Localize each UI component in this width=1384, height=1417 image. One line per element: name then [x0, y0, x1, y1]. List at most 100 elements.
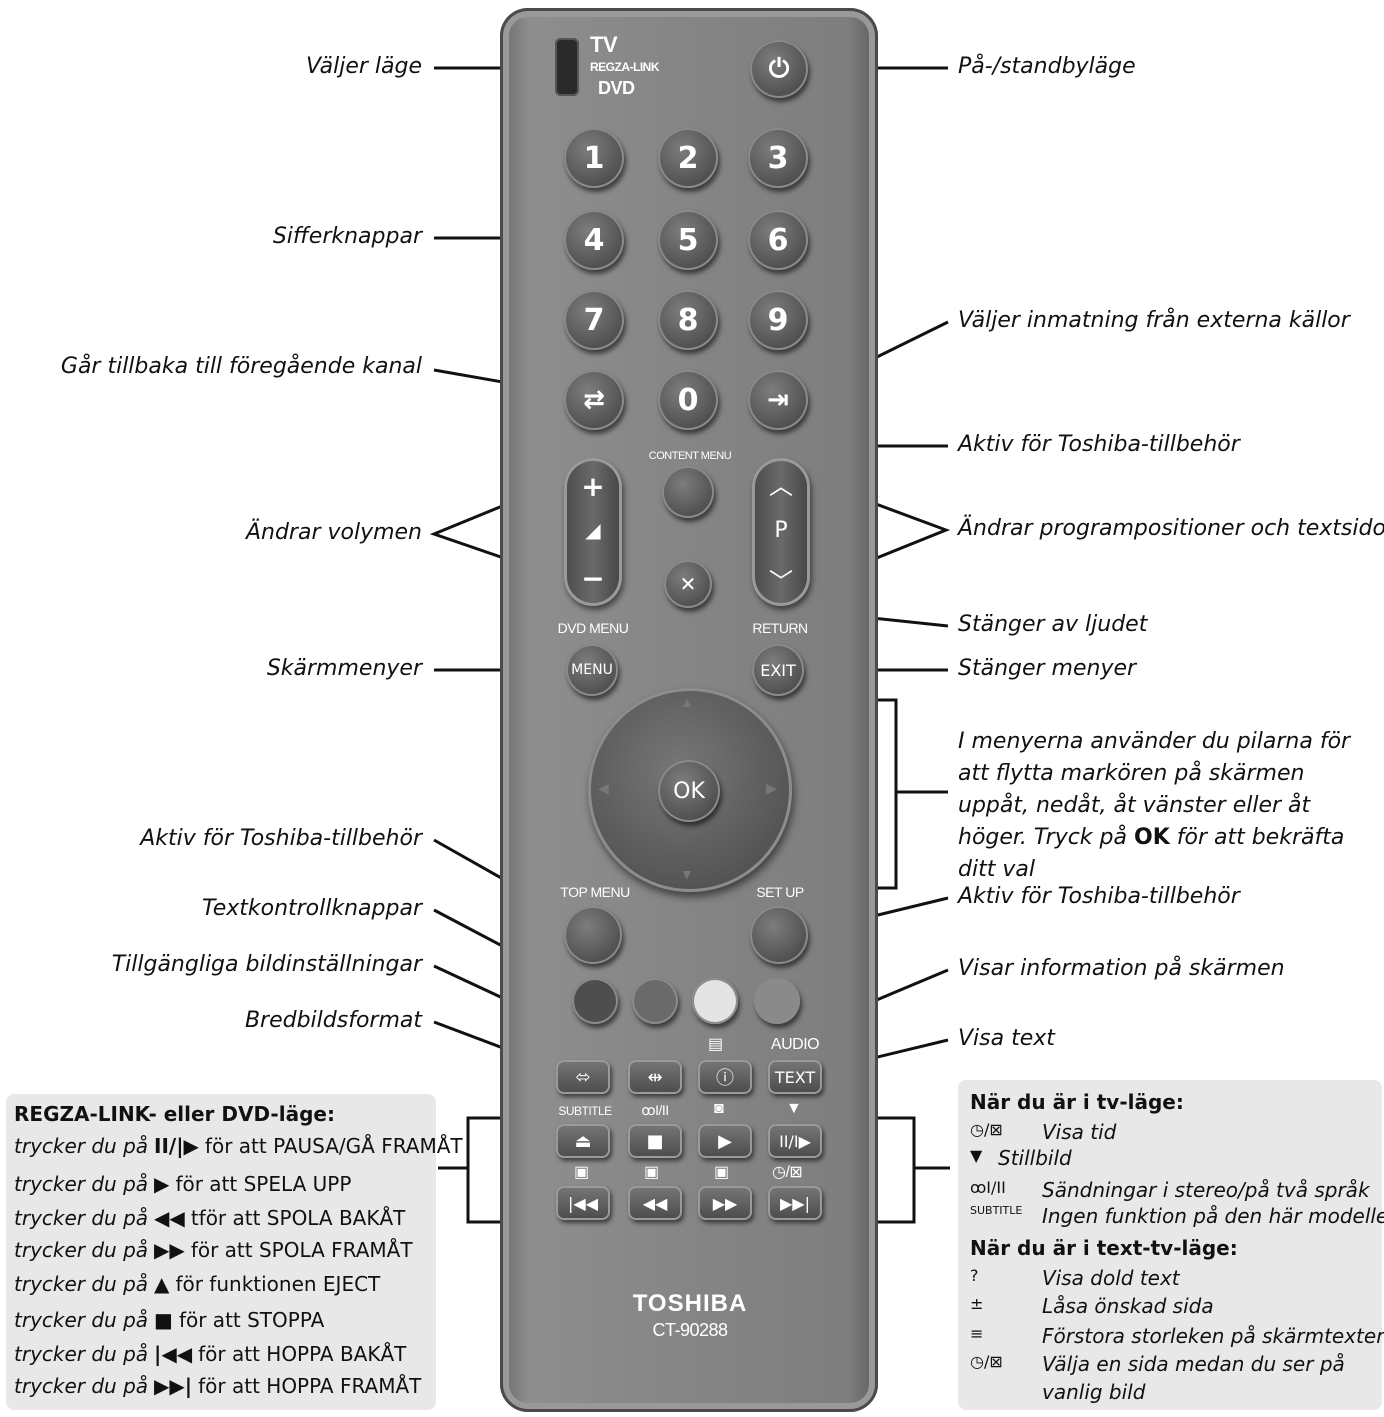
text-row-symbol-icon: ◷/⊠ [970, 1352, 1003, 1371]
fast-forward-button[interactable]: ▶▶ [698, 1186, 752, 1220]
label-program: Ändrar programpositioner och textsidor [958, 516, 1384, 541]
label-arrows-end: för att bekräfta ditt val [958, 825, 1345, 882]
mute-icon: ✕ [679, 572, 697, 596]
content-menu-button[interactable] [662, 466, 714, 518]
digit-9-button[interactable]: 9 [748, 290, 808, 350]
blue-button[interactable] [754, 978, 800, 1024]
tv-row-text: Sändningar i stereo/på två språk [1042, 1178, 1370, 1202]
play-button[interactable]: ▶ [698, 1124, 752, 1158]
text-button[interactable]: TEXT [768, 1060, 822, 1094]
green-button[interactable] [632, 978, 678, 1024]
right-box-title-text: När du är i text-tv-läge: [970, 1236, 1238, 1260]
info-icon: ⓘ [716, 1068, 734, 1089]
tv-row-text: Visa tid [1042, 1120, 1117, 1144]
top-menu-button[interactable] [564, 906, 622, 964]
play-icon: ▶ [718, 1130, 732, 1152]
row-text: tför att SPOLA BAKÅT [190, 1206, 406, 1230]
input-button[interactable]: ⇥ [748, 370, 808, 430]
skip-forward-icon: ▶▶| [780, 1193, 810, 1213]
widescreen-icon: ⬄ [575, 1066, 591, 1088]
picture-button[interactable]: ⇹ [628, 1060, 682, 1094]
menu-button[interactable]: MENU [566, 644, 618, 696]
label-toshiba-right-1: Aktiv för Toshiba-tillbehör [958, 432, 1240, 457]
arrow-up-icon[interactable]: ▲ [680, 694, 694, 710]
left-box-row: trycker du på|◀◀för att HOPPA BAKÅT [14, 1342, 406, 1366]
ok-button[interactable]: OK [658, 760, 720, 822]
left-box-row: trycker du på▶▶|för att HOPPA FRAMÅT [14, 1374, 421, 1398]
label-prev-channel: Går tillbaka till föregående kanal [60, 354, 422, 379]
digit-1-button[interactable]: 1 [564, 128, 624, 188]
row-prefix: trycker du på [14, 1374, 149, 1398]
digit-6-button[interactable]: 6 [748, 210, 808, 270]
yellow-button[interactable] [692, 978, 738, 1024]
mode-regza-label: REGZA-LINK [590, 60, 660, 74]
stop-button[interactable]: ■ [628, 1124, 682, 1158]
pause-step-button[interactable]: II/I▶ [768, 1124, 822, 1158]
widescreen-button[interactable]: ⬄ [556, 1060, 610, 1094]
red-button[interactable] [572, 978, 618, 1024]
label-arrows: I menyerna använder du pilarna för att f… [958, 726, 1374, 886]
label-picture: Tillgängliga bildinställningar [111, 952, 422, 977]
skip-forward-button[interactable]: ▶▶| [768, 1186, 822, 1220]
info-button[interactable]: ⓘ [698, 1060, 752, 1094]
mute-button[interactable]: ✕ [664, 560, 712, 608]
text-row-text: Välja en sida medan du ser på [1042, 1352, 1345, 1376]
row-symbol-icon: ▲ [154, 1272, 170, 1296]
return-label: RETURN [752, 620, 808, 636]
set-up-label: SET UP [756, 884, 804, 900]
digit-2-button[interactable]: 2 [658, 128, 718, 188]
digit-5-button[interactable]: 5 [658, 210, 718, 270]
arrow-left-icon[interactable]: ◀ [598, 780, 609, 796]
digit-8-button[interactable]: 8 [658, 290, 718, 350]
program-rocker[interactable]: ︿ P ﹀ [752, 458, 810, 606]
label-widescreen: Bredbildsformat [244, 1008, 422, 1033]
label-arrows-ok: OK [1134, 825, 1170, 850]
skip-back-button[interactable]: |◀◀ [556, 1186, 610, 1220]
text-row-text: Låsa önskad sida [1042, 1294, 1214, 1318]
arrow-right-icon[interactable]: ▶ [766, 780, 777, 796]
left-box-row: trycker du på◀◀tför att SPOLA BAKÅT [14, 1206, 405, 1230]
eject-button[interactable]: ⏏ [556, 1124, 610, 1158]
left-info-box: REGZA-LINK- eller DVD-läge: trycker du p… [6, 1094, 463, 1410]
row-text: för att HOPPA BAKÅT [198, 1342, 407, 1366]
text-row-symbol-icon: ≡ [970, 1324, 984, 1343]
power-button[interactable]: ⏻ [750, 40, 808, 98]
stereo-label: ꝏI/II [641, 1102, 669, 1118]
digit-4-button[interactable]: 4 [564, 210, 624, 270]
row-symbol-icon: ▶▶ [154, 1238, 185, 1262]
picture-icon: ⇹ [647, 1066, 663, 1088]
arrow-down-icon[interactable]: ▼ [680, 866, 694, 882]
top-menu-label: TOP MENU [560, 884, 630, 900]
prev-channel-button[interactable]: ⇄ [564, 370, 624, 430]
tv-row-symbol-icon: ꝏI/II [970, 1178, 1006, 1197]
left-box-title: REGZA-LINK- eller DVD-läge: [14, 1102, 335, 1126]
label-mute: Stänger av ljudet [958, 612, 1148, 637]
subtitle-label: SUBTITLE [558, 1104, 612, 1118]
digit-0-button[interactable]: 0 [658, 370, 718, 430]
row-symbol-icon: ▶ [154, 1172, 170, 1196]
exit-button[interactable]: EXIT [752, 644, 804, 696]
digit-3-button[interactable]: 3 [748, 128, 808, 188]
brand-logo: TOSHIBA [632, 1290, 748, 1317]
set-up-button[interactable] [750, 906, 808, 964]
label-close-menus: Stänger menyer [958, 656, 1137, 681]
content-menu-label: CONTENT MENU [648, 450, 732, 462]
label-arrows-text: I menyerna använder du pilarna för att f… [958, 729, 1351, 850]
label-info: Visar information på skärmen [958, 956, 1285, 981]
volume-rocker[interactable]: + ◢ − [564, 458, 622, 606]
hold-small-icon: ◙ [714, 1100, 724, 1117]
chevron-up-icon: ︿ [769, 472, 793, 500]
digit-7-button[interactable]: 7 [564, 290, 624, 350]
rewind-button[interactable]: ◀◀ [628, 1186, 682, 1220]
mode-switch[interactable] [555, 38, 579, 96]
text-row-symbol-icon: ± [970, 1294, 984, 1313]
row-text: för att STOPPA [178, 1308, 325, 1332]
plus-icon: + [581, 470, 605, 503]
left-box-row: trycker du på■för att STOPPA [14, 1308, 324, 1332]
volume-icon: ◢ [585, 518, 601, 542]
row-prefix: trycker du på [14, 1134, 149, 1158]
row-text: för funktionen EJECT [175, 1272, 381, 1296]
tv-row-symbol-icon: ▼ [970, 1146, 983, 1165]
row-prefix: trycker du på [14, 1308, 149, 1332]
label-text: Visa text [958, 1026, 1055, 1051]
